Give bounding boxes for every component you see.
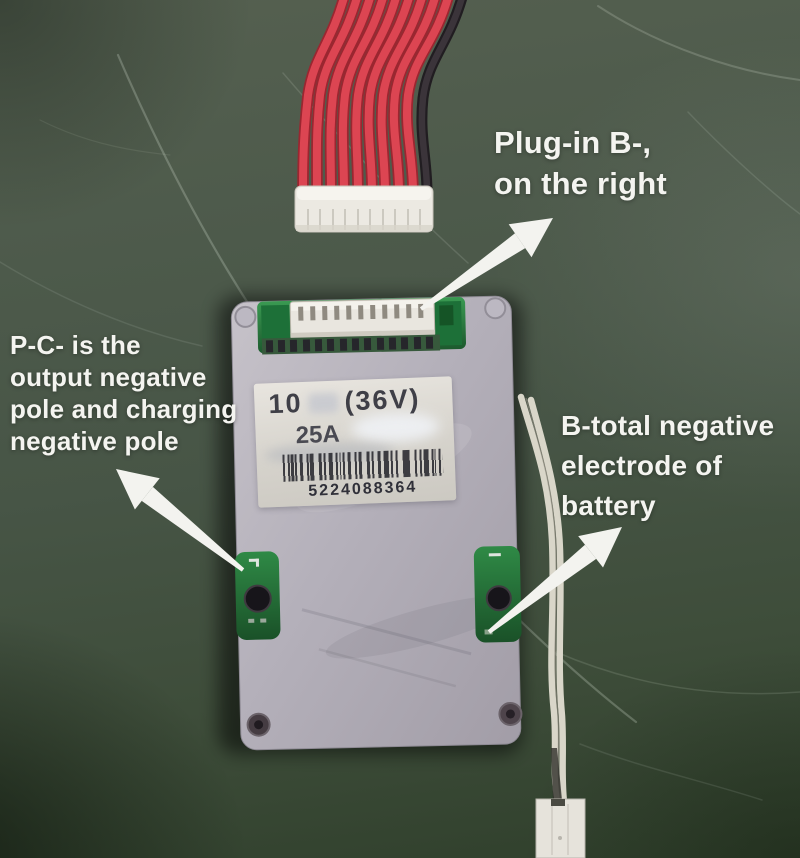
annotation-line: battery [561, 490, 656, 521]
screw-hole [484, 297, 507, 320]
screw-hole [234, 305, 257, 328]
aluminum-plate [230, 295, 522, 751]
barcode [282, 448, 444, 482]
barcode-number: 5224088364 [308, 478, 418, 500]
plug-in-arrow-icon [419, 218, 553, 311]
b-total-arrow-icon [487, 527, 622, 634]
annotation-line: on the right [494, 166, 667, 201]
annotation-line: output negative [10, 362, 207, 392]
label-cell-count: 10 [267, 387, 304, 420]
annotation-line: negative pole [10, 426, 179, 456]
balance-cable [297, 0, 467, 198]
annotation-line: P-C- is the [10, 330, 141, 360]
screw-hole [246, 712, 271, 737]
annotation-plug-in-b: Plug-in B-, on the right [494, 122, 667, 204]
b-minus-wires [517, 393, 568, 806]
label-voltage: (36V) [343, 383, 422, 417]
annotation-line: pole and charging [10, 394, 238, 424]
product-label: 10 (36V) 25A 5224088364 [253, 376, 457, 508]
solder-pins [261, 334, 441, 355]
label-current: 25A [295, 420, 341, 450]
b-minus-connector [535, 798, 586, 858]
annotation-line: B-total negative [561, 410, 775, 441]
balance-plug-connector [294, 185, 434, 233]
pc-negative-arrow-icon [116, 469, 245, 572]
label-blurred-text [308, 392, 339, 414]
bms-board [230, 295, 523, 751]
screw-hole [498, 701, 523, 726]
label-spec-row: 10 (36V) [268, 383, 421, 420]
annotation-pc-negative: P-C- is the output negative pole and cha… [10, 329, 237, 457]
annotation-line: Plug-in B-, [494, 125, 652, 160]
p-minus-pad [234, 551, 281, 640]
annotation-b-total-negative: B-total negative electrode of battery [561, 406, 774, 526]
annotation-line: electrode of [561, 450, 723, 481]
